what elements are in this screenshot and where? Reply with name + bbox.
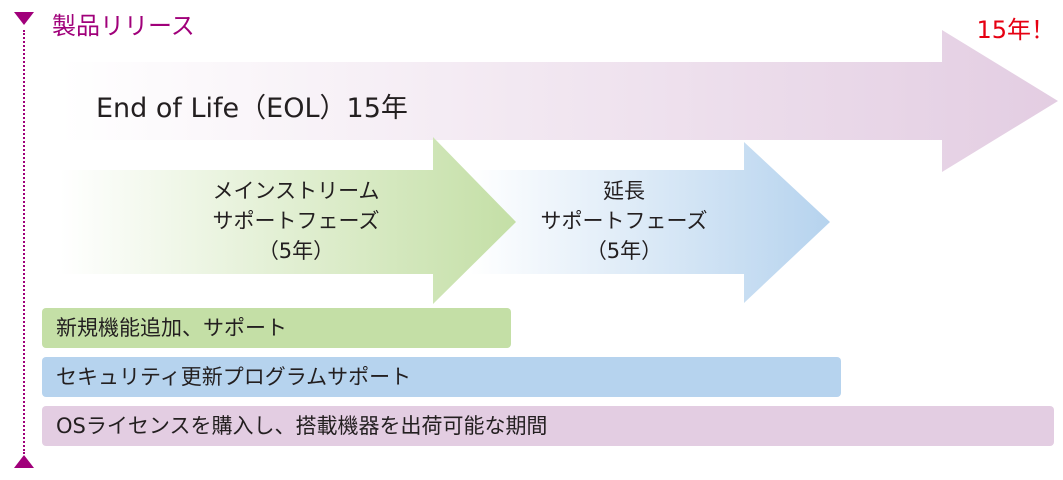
mainstream-support-arrow — [60, 137, 516, 304]
extended-line-2: サポートフェーズ — [540, 209, 708, 233]
extended-line-3: （5年） — [585, 239, 663, 263]
new-features-support-bar: 新規機能追加、サポート — [42, 308, 511, 348]
mainstream-line-3: （5年） — [257, 239, 335, 263]
release-label: 製品リリース — [52, 12, 195, 40]
mainstream-support-text: メインストリーム サポートフェーズ （5年） — [186, 176, 406, 266]
mainstream-line-2: サポートフェーズ — [212, 209, 380, 233]
release-timeline-line — [23, 30, 25, 454]
total-years-label: 15年！ — [976, 16, 1055, 44]
security-update-support-bar: セキュリティ更新プログラムサポート — [42, 357, 841, 397]
extended-support-arrow — [470, 142, 830, 303]
eol-arrow — [60, 30, 1058, 172]
release-marker-bottom-icon — [14, 455, 34, 468]
release-marker-top-icon — [14, 12, 34, 25]
mainstream-line-1: メインストリーム — [212, 179, 380, 203]
license-shipping-period-bar: OSライセンスを購入し、搭載機器を出荷可能な期間 — [42, 406, 1054, 446]
eol-label: End of Life（EOL）15年 — [96, 93, 408, 124]
extended-line-1: 延長 — [603, 179, 645, 203]
extended-support-text: 延長 サポートフェーズ （5年） — [514, 176, 734, 266]
